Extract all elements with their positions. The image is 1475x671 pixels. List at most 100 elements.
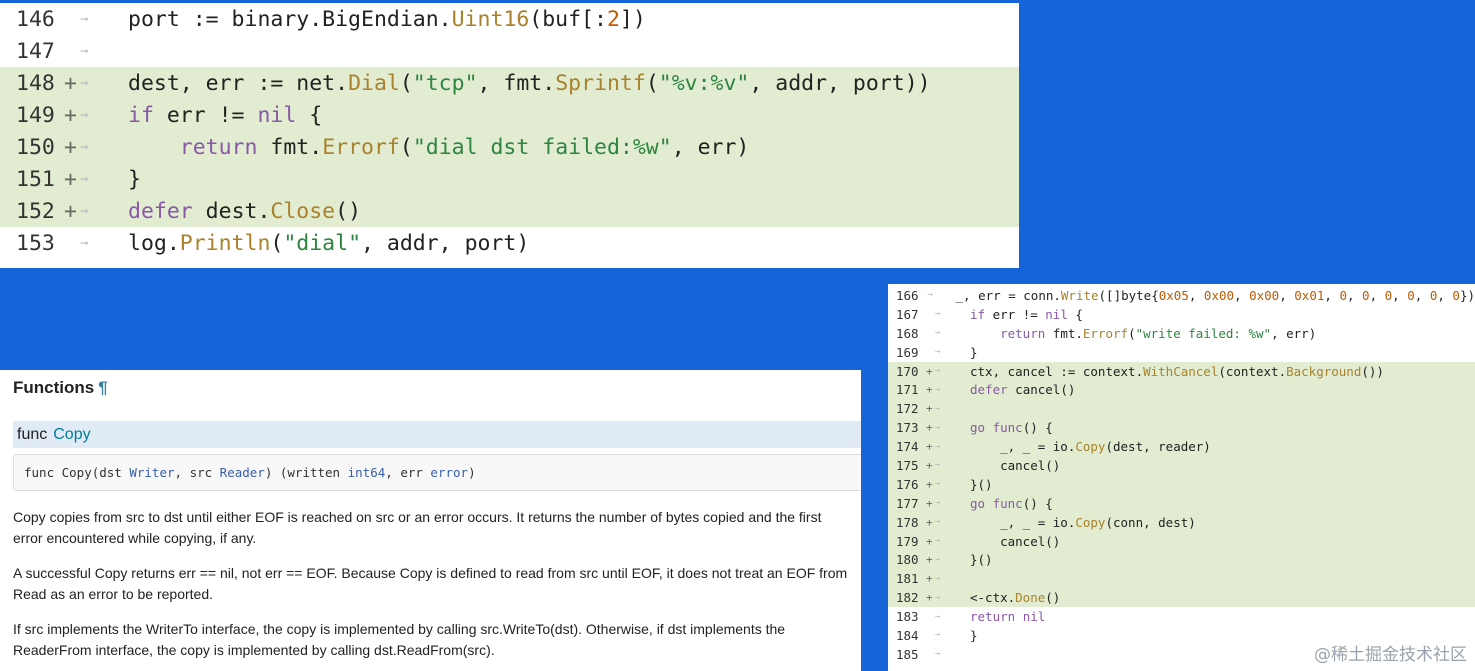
- added-marker: +: [926, 402, 933, 416]
- line-number: 180: [896, 552, 919, 568]
- code-text: cancel(): [970, 533, 1061, 549]
- tab-arrow-icon: →: [935, 328, 941, 339]
- code-text: }: [970, 627, 978, 643]
- code-line: 148+→dest, err := net.Dial("tcp", fmt.Sp…: [0, 67, 1019, 99]
- added-marker: +: [926, 553, 933, 567]
- line-number: 185: [896, 646, 919, 662]
- code-line: 168→ return fmt.Errorf("write failed: %w…: [888, 324, 1475, 343]
- code-text: go func() {: [970, 495, 1053, 511]
- tab-arrow-icon: →: [935, 422, 941, 433]
- tab-arrow-icon: →: [935, 573, 941, 584]
- code-line: 152 +→ defer dest.Close(): [0, 195, 1019, 227]
- tab-arrow-icon: →: [935, 592, 941, 603]
- code-text: }: [128, 166, 141, 192]
- code-line: 150+→ return fmt.Errorf("dial dst failed…: [0, 131, 1019, 163]
- type-link-int64[interactable]: int64: [347, 465, 386, 480]
- added-marker: +: [926, 591, 933, 605]
- line-number: 172: [896, 401, 919, 417]
- tab-arrow-icon: →: [80, 107, 89, 123]
- diff-lines: 146→port := binary.BigEndian.Uint16(buf[…: [0, 3, 1019, 259]
- func-name-link[interactable]: Copy: [53, 425, 91, 443]
- code-line: 176+→}(): [888, 474, 1475, 494]
- line-number: 146: [16, 6, 55, 32]
- code-line: 167→if err != nil {: [888, 305, 1475, 324]
- code-line: 170+→ctx, cancel := context.WithCancel(c…: [888, 361, 1475, 381]
- line-number: 179: [896, 533, 919, 549]
- tab-arrow-icon: →: [80, 139, 89, 155]
- code-text: }(): [970, 552, 993, 568]
- added-marker: +: [64, 102, 77, 128]
- type-link-reader[interactable]: Reader: [219, 465, 265, 480]
- tab-arrow-icon: →: [80, 11, 89, 27]
- added-marker: +: [926, 364, 933, 378]
- code-text: defer dest.Close(): [128, 198, 362, 224]
- code-line: 183→return nil: [888, 607, 1475, 626]
- type-link-error[interactable]: error: [430, 465, 469, 480]
- tab-arrow-icon: →: [935, 611, 941, 622]
- code-line: 179 +→ cancel(): [888, 531, 1475, 551]
- line-number: 166: [896, 287, 919, 303]
- code-line: 151+→}: [0, 163, 1019, 195]
- docs-panel: Functions¶ func Copy func Copy(dst Write…: [0, 370, 861, 671]
- added-marker: +: [64, 134, 77, 160]
- code-line: 174+→ _, _ = io.Copy(dest, reader): [888, 437, 1475, 457]
- line-number: 171: [896, 382, 919, 398]
- tab-arrow-icon: →: [927, 290, 933, 301]
- code-text: if err != nil {: [128, 102, 323, 128]
- line-number: 169: [896, 344, 919, 360]
- line-number: 170: [896, 363, 919, 379]
- added-marker: +: [926, 496, 933, 510]
- line-number: 177: [896, 495, 919, 511]
- code-line: 149 +→ if err != nil {: [0, 99, 1019, 131]
- code-text: defer cancel(): [970, 382, 1076, 398]
- line-number: 150: [16, 134, 55, 160]
- code-line: 178+→ _, _ = io.Copy(conn, dest): [888, 512, 1475, 532]
- type-link-writer[interactable]: Writer: [129, 465, 175, 480]
- line-number: 184: [896, 627, 919, 643]
- code-text: _, _ = io.Copy(conn, dest): [970, 514, 1196, 530]
- line-number: 173: [896, 420, 919, 436]
- sig-part: , src: [174, 465, 220, 480]
- line-number: 175: [896, 457, 919, 473]
- added-marker: +: [926, 458, 933, 472]
- doc-paragraph-3: If src implements the WriterTo interface…: [13, 621, 786, 658]
- code-text: }(): [970, 476, 993, 492]
- code-line: 175+→ cancel(): [888, 456, 1475, 475]
- line-number: 147: [16, 38, 55, 64]
- code-text: dest, err := net.Dial("tcp", fmt.Sprintf…: [128, 70, 931, 96]
- line-number: 149: [16, 102, 55, 128]
- tab-arrow-icon: →: [80, 43, 89, 59]
- tab-arrow-icon: →: [935, 403, 941, 414]
- func-keyword: func: [17, 425, 48, 443]
- added-marker: +: [64, 70, 77, 96]
- tab-arrow-icon: →: [80, 235, 89, 251]
- functions-heading: Functions¶: [13, 378, 108, 398]
- code-line: 184 →}: [888, 626, 1475, 645]
- tab-arrow-icon: →: [80, 203, 89, 219]
- added-marker: +: [926, 534, 933, 548]
- tab-arrow-icon: →: [935, 479, 941, 490]
- code-line: 180+→}(): [888, 550, 1475, 570]
- code-line: 172 +→: [888, 399, 1475, 419]
- tab-arrow-icon: →: [935, 630, 941, 641]
- pilcrow-link[interactable]: ¶: [98, 378, 108, 397]
- tab-arrow-icon: →: [935, 441, 941, 452]
- doc-paragraph-1: Copy copies from src to dst until either…: [13, 509, 822, 546]
- func-signature: func Copy(dst Writer, src Reader) (writt…: [13, 454, 861, 491]
- watermark: @稀土掘金技术社区: [1314, 645, 1467, 665]
- line-number: 152: [16, 198, 55, 224]
- code-text: log.Println("dial", addr, port): [128, 230, 530, 256]
- sig-part: ) (written: [264, 465, 348, 480]
- code-line: 182+→<-ctx.Done(): [888, 588, 1475, 608]
- code-text: }: [970, 344, 978, 360]
- code-line: 147 →: [0, 35, 1019, 67]
- line-number: 176: [896, 476, 919, 492]
- added-marker: +: [64, 198, 77, 224]
- tab-arrow-icon: →: [935, 366, 941, 376]
- diff-panel-small: 166 → _, err = conn.Write([]byte{0x05, 0x0…: [888, 284, 1475, 671]
- tab-arrow-icon: →: [935, 536, 941, 547]
- code-text: _, err = conn.Write([]byte{0x05, 0x00, 0…: [955, 287, 1475, 303]
- code-text: return nil: [970, 609, 1046, 625]
- tab-arrow-icon: →: [80, 171, 89, 187]
- doc-paragraph-2: A successful Copy returns err == nil, no…: [13, 565, 848, 602]
